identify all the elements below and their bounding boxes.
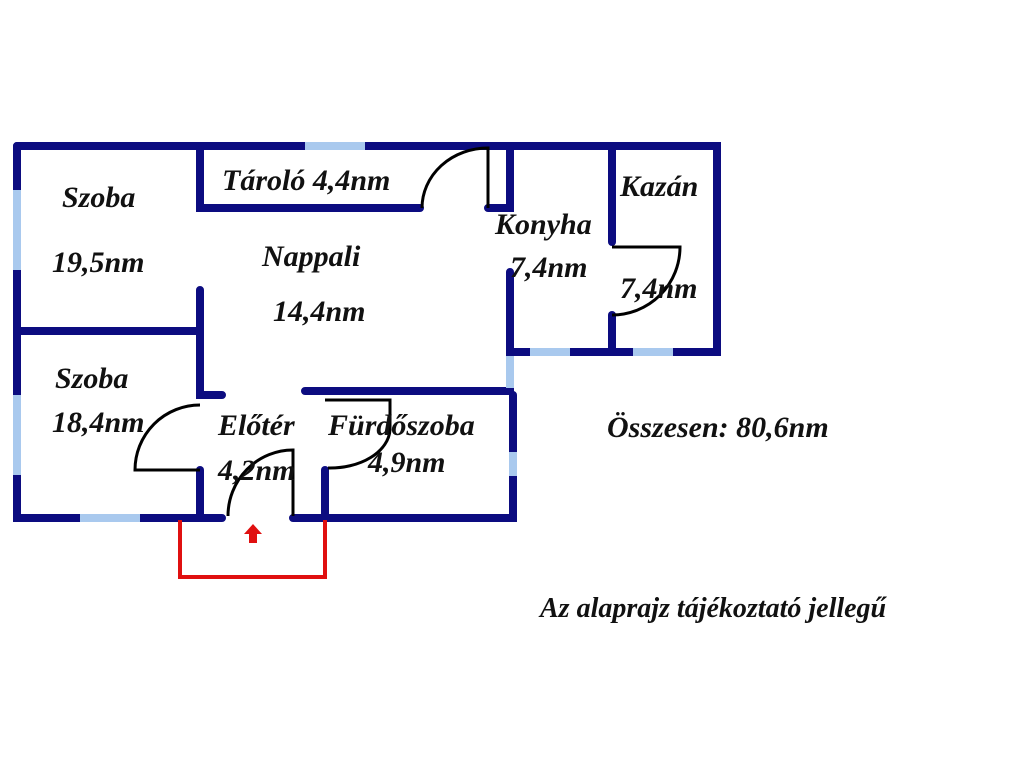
room-name-szoba-2: Szoba bbox=[55, 362, 128, 395]
bedroom-door bbox=[133, 403, 201, 472]
room-name-konyha: Konyha bbox=[494, 208, 592, 241]
room-name-kazan: Kazán bbox=[619, 170, 698, 203]
room-area-eloter: 4,2nm bbox=[217, 454, 296, 487]
total-area: Összesen: 80,6nm bbox=[607, 411, 829, 444]
room-name-nappali: Nappali bbox=[261, 240, 361, 273]
room-label-tarolo: Tároló 4,4nm bbox=[222, 164, 390, 197]
entrance-door bbox=[226, 448, 295, 517]
porch bbox=[178, 520, 327, 579]
room-area-nappali: 14,4nm bbox=[273, 295, 366, 328]
windows bbox=[13, 142, 673, 522]
disclaimer: Az alaprajz tájékoztató jellegű bbox=[538, 593, 888, 624]
room-area-furdoszoba: 4,9nm bbox=[367, 446, 446, 479]
room-area-szoba-2: 18,4nm bbox=[52, 406, 145, 439]
room-name-szoba-1: Szoba bbox=[62, 181, 135, 214]
room-area-kazan: 7,4nm bbox=[620, 272, 698, 305]
entrance-arrow-icon bbox=[244, 524, 262, 543]
room-area-konyha: 7,4nm bbox=[510, 251, 588, 284]
storage-door bbox=[420, 146, 490, 209]
room-name-eloter: Előtér bbox=[217, 409, 295, 442]
doors bbox=[133, 146, 682, 517]
boiler-room-door bbox=[611, 245, 682, 317]
room-name-furdoszoba: Fürdőszoba bbox=[327, 409, 475, 442]
bathroom-door bbox=[325, 398, 392, 470]
room-area-szoba-1: 19,5nm bbox=[52, 246, 145, 279]
